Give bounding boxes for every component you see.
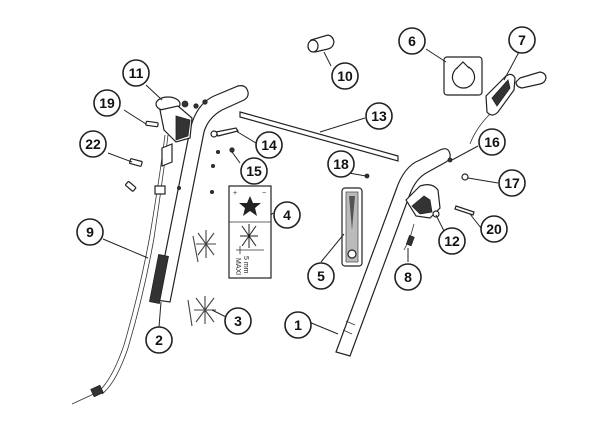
callout-8: 8 (394, 263, 422, 291)
callout-2: 2 (145, 326, 173, 354)
callout-14: 14 (255, 131, 283, 159)
callout-19: 19 (93, 89, 121, 117)
adjuster-strip (341, 187, 363, 267)
cut-height-decal: + − 5 mm MAXI (228, 185, 272, 279)
callout-15: 15 (240, 157, 268, 185)
left-handle-tube (149, 85, 249, 304)
callout-label: 3 (234, 313, 242, 329)
callout-label: 7 (518, 32, 526, 48)
callout-label: 8 (404, 269, 412, 285)
small-hardware (364, 157, 475, 216)
callout-label: 17 (504, 175, 520, 191)
callout-3: 3 (224, 307, 252, 335)
lever-symbol-inset (443, 56, 483, 96)
callout-9: 9 (76, 218, 104, 246)
grip-part (307, 34, 335, 53)
callout-label: 2 (155, 332, 163, 348)
callout-10: 10 (331, 62, 359, 90)
decal-maxi: MAXI (234, 258, 241, 275)
callout-16: 16 (478, 128, 506, 156)
callout-label: 1 (294, 317, 302, 333)
right-handle-tube (335, 148, 451, 357)
snowflake-decal-b (187, 296, 216, 327)
callout-label: 9 (86, 224, 94, 240)
handle-switch (405, 184, 441, 219)
callout-5: 5 (307, 262, 335, 290)
control-cable (71, 134, 169, 405)
callout-label: 22 (85, 136, 101, 152)
callout-label: 18 (333, 156, 349, 172)
callout-17: 17 (498, 169, 526, 197)
callout-20: 20 (480, 215, 508, 243)
leader-lines (102, 48, 520, 335)
decal-plus: + (233, 190, 237, 197)
callout-label: 6 (408, 33, 416, 49)
callout-label: 11 (129, 65, 144, 81)
callout-6: 6 (398, 27, 426, 55)
callout-label: 14 (261, 137, 277, 153)
bolt-parts (209, 127, 239, 194)
callout-11: 11 (122, 59, 150, 87)
callout-label: 15 (246, 163, 262, 179)
callout-22: 22 (79, 130, 107, 158)
callout-label: 13 (371, 108, 387, 124)
decal-minus: − (262, 190, 266, 197)
cross-bar (239, 111, 399, 162)
callout-label: 4 (283, 207, 291, 223)
callout-label: 19 (99, 95, 115, 111)
decal-snowflake-small (240, 224, 258, 248)
callout-label: 10 (337, 68, 353, 84)
cable-end-part (403, 223, 415, 251)
control-lever-assembly (155, 96, 193, 167)
decal-cut-height: 5 mm (242, 256, 249, 274)
callout-label: 12 (444, 233, 460, 249)
snowflake-decal-a (192, 230, 216, 263)
throttle-lever (469, 71, 547, 145)
callout-label: 5 (317, 268, 325, 284)
callout-label: 20 (486, 221, 502, 237)
clip-parts (125, 120, 166, 195)
callout-1: 1 (284, 311, 312, 339)
callout-18: 18 (327, 150, 355, 178)
callout-label: 16 (484, 134, 500, 150)
callout-7: 7 (508, 26, 536, 54)
callout-13: 13 (365, 102, 393, 130)
callout-12: 12 (438, 227, 466, 255)
callout-4: 4 (273, 201, 301, 229)
